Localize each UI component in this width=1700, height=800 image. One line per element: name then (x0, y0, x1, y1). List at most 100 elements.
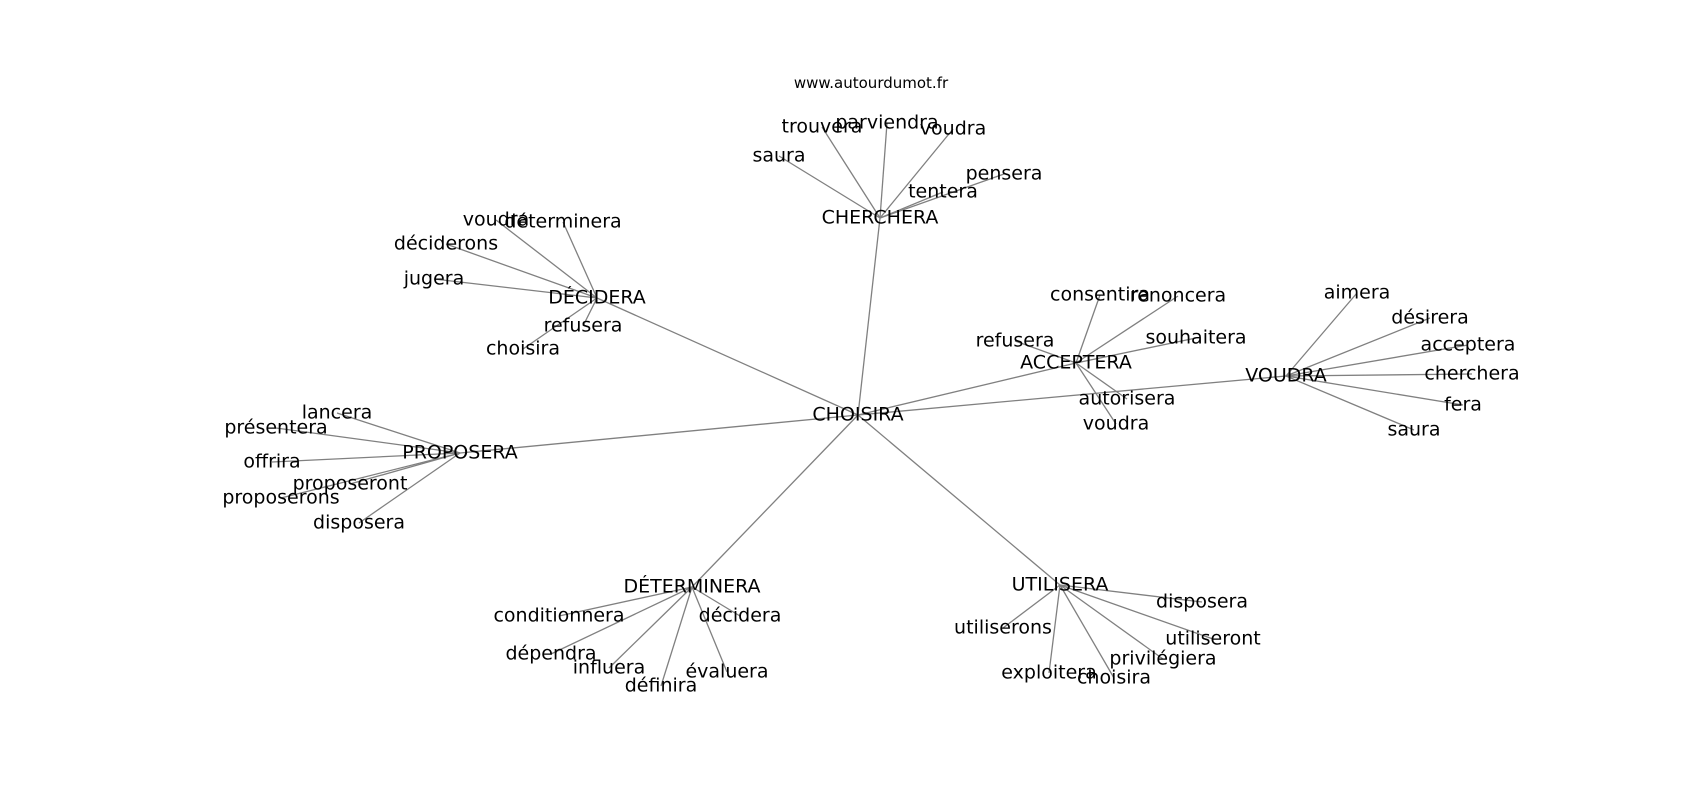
leaf-node: pensera (966, 163, 1043, 185)
leaf-node: désirera (1391, 307, 1468, 329)
hub-node: DÉCIDERA (548, 286, 646, 309)
edge-hub-leaf (879, 122, 888, 219)
leaf-node: voudra (920, 118, 986, 140)
leaf-node: évaluera (685, 661, 768, 683)
leaf-node: souhaitera (1145, 327, 1246, 349)
leaf-node: autorisera (1079, 388, 1176, 410)
leaf-node: déciderons (394, 233, 498, 255)
leaf-node: conditionnera (493, 605, 624, 627)
center-node: CHOISIRA (812, 404, 903, 426)
edge-center-hub (857, 414, 1061, 586)
edge-hub-leaf (778, 155, 881, 219)
leaf-node: déterminera (504, 211, 621, 233)
leaf-node: parviendra (835, 112, 938, 134)
edge-hub-leaf (1075, 337, 1197, 364)
leaf-node: utiliserons (954, 617, 1052, 639)
edge-center-hub (459, 414, 859, 454)
edge-hub-leaf (1048, 584, 1061, 674)
leaf-node: proposerons (222, 487, 339, 509)
label-layer: CHOISIRA CHERCHERA saura trouveraparviendra… (222, 112, 1519, 697)
leaf-node: influera (573, 657, 645, 679)
leaf-node: voudra (463, 209, 529, 231)
edge-hub-leaf (1285, 375, 1464, 406)
edge-hub-leaf (1059, 584, 1164, 660)
edge-hub-leaf (271, 452, 461, 463)
edge-hub-leaf (879, 191, 944, 219)
leaf-node: définira (625, 675, 698, 697)
edge-hub-leaf (562, 221, 598, 299)
edge-hub-leaf (1285, 292, 1358, 377)
leaf-node: refusera (976, 330, 1055, 352)
edge-hub-leaf (280, 452, 461, 499)
leaf-node: voudra (1083, 413, 1149, 435)
edge-hub-leaf (558, 586, 693, 617)
edge-center-hub (691, 414, 859, 588)
leaf-node: disposera (313, 512, 405, 534)
leaf-node: saura (1387, 419, 1440, 441)
leaf-node: offrira (243, 451, 300, 473)
leaf-node: disposera (1156, 591, 1248, 613)
edge-center-hub (857, 217, 881, 416)
edge-hub-leaf (1285, 373, 1473, 377)
edge-hub-leaf (1075, 362, 1128, 400)
edge-hub-leaf (522, 297, 598, 350)
edge-hub-leaf (821, 126, 881, 219)
hub-node: PROPOSERA (402, 442, 518, 464)
leaf-node: choisira (486, 338, 560, 360)
edge-hub-leaf (433, 278, 598, 299)
edge-hub-leaf (1285, 344, 1469, 377)
edge-hub-leaf (1014, 340, 1077, 364)
edge-hub-leaf (1075, 295, 1179, 364)
leaf-node: décidera (699, 605, 782, 627)
leaf-node: acceptera (1421, 334, 1516, 356)
hub-node: UTILISERA (1012, 574, 1109, 596)
hub-node: DÉTERMINERA (623, 575, 760, 598)
leaf-node: dépendra (505, 643, 596, 665)
leaf-node: exploitera (1001, 662, 1096, 684)
leaf-node: jugera (403, 268, 465, 290)
leaf-node: aimera (1324, 282, 1391, 304)
edge-hub-leaf (582, 297, 598, 327)
edge-hub-leaf (608, 586, 693, 669)
edge-hub-leaf (1075, 294, 1101, 364)
hub-node: ACCEPTERA (1020, 352, 1132, 374)
leaf-node: refusera (544, 315, 623, 337)
leaf-node: présentera (224, 417, 327, 439)
edge-hub-leaf (1059, 584, 1203, 603)
edge-center-hub (596, 297, 859, 416)
edge-hub-leaf (1059, 584, 1115, 679)
leaf-node: fera (1444, 394, 1482, 416)
edge-hub-leaf (336, 412, 461, 454)
leaf-node: trouvera (782, 116, 863, 138)
leaf-node: renoncera (1130, 285, 1226, 307)
leaf-node: utiliseront (1165, 628, 1260, 650)
hub-node: CHERCHERA (822, 207, 939, 229)
edge-hub-leaf (550, 586, 693, 655)
edge-hub-leaf (495, 219, 598, 299)
source-label: www.autourdumot.fr (794, 74, 949, 92)
leaf-node: consentira (1050, 284, 1150, 306)
edge-hub-leaf (879, 128, 954, 219)
hub-node: VOUDRA (1245, 365, 1327, 387)
edge-hub-leaf (691, 586, 728, 673)
edge-hub-leaf (879, 173, 1005, 219)
leaf-node: lancera (302, 402, 373, 424)
leaf-node: cherchera (1424, 363, 1519, 385)
edge-hub-leaf (660, 586, 693, 687)
edge-hub-leaf (358, 452, 461, 524)
edge-hub-leaf (691, 586, 741, 617)
edge-hub-leaf (1285, 317, 1431, 377)
edge-hub-leaf (1002, 584, 1061, 629)
edge-layer (271, 122, 1473, 687)
edge-hub-leaf (1285, 375, 1415, 431)
edge-hub-leaf (445, 243, 598, 299)
leaf-node: saura (752, 145, 805, 167)
edge-center-hub (857, 362, 1077, 416)
leaf-node: choisira (1077, 667, 1151, 689)
leaf-node: tentera (908, 181, 978, 203)
leaf-node: proposeront (293, 473, 408, 495)
edge-center-hub (857, 375, 1287, 416)
edge-hub-leaf (275, 427, 461, 454)
edge-hub-leaf (1059, 584, 1214, 640)
